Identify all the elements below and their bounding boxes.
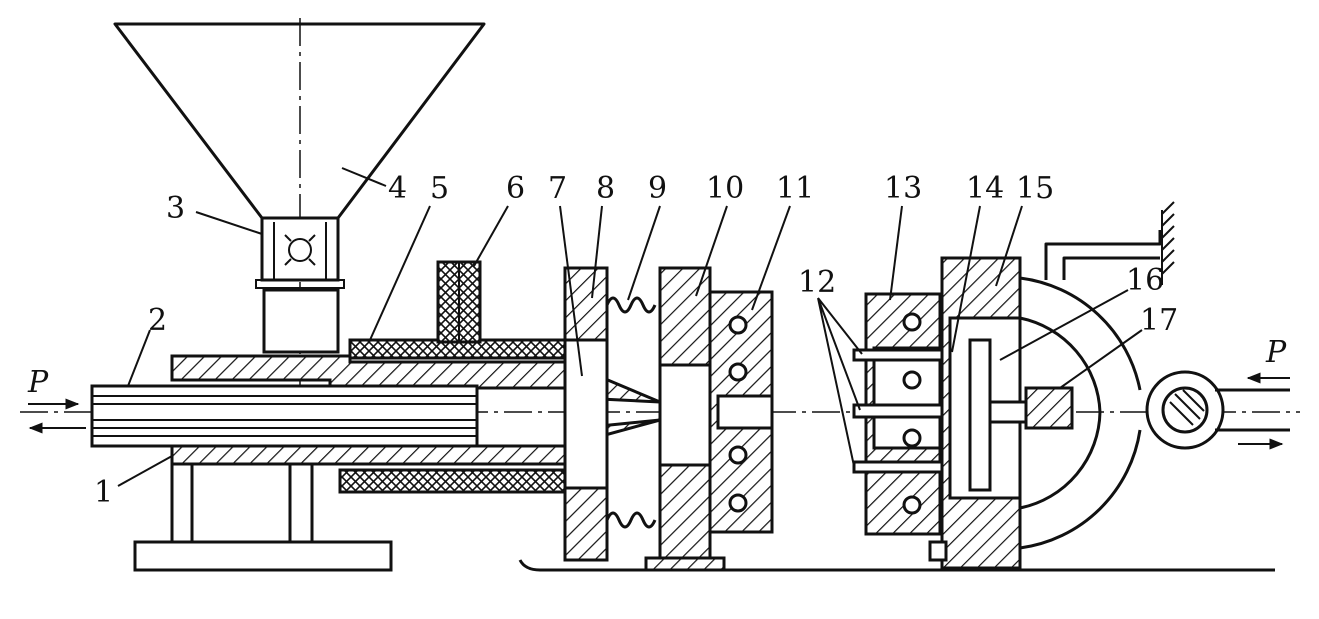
leader-7 (559, 205, 583, 377)
ejector-pin-mid (852, 403, 956, 419)
ejector-bolts (902, 312, 922, 515)
screw-flights (92, 395, 477, 437)
slider-block (1024, 386, 1074, 430)
spring-lower (605, 511, 657, 529)
leader-4 (341, 167, 387, 187)
ejector-pin-upper (852, 348, 956, 362)
crank-pivot-hatch (1169, 389, 1205, 426)
piston-stem (988, 400, 1028, 424)
label-9: 9 (648, 171, 667, 206)
leader-1 (117, 455, 173, 487)
label-15: 15 (1016, 171, 1054, 206)
label-16: 16 (1126, 263, 1164, 298)
label-p-left: P (27, 365, 49, 400)
feed-throat (262, 288, 340, 354)
spring-upper (605, 296, 657, 314)
leader-9 (627, 205, 661, 301)
leader-17 (1059, 329, 1143, 389)
cutter-body-upper (658, 266, 712, 367)
crank-pivot-inner (1161, 386, 1209, 434)
label-1: 1 (94, 475, 113, 510)
wall-anchor-icon (1161, 201, 1175, 285)
wall-bracket (1044, 230, 1162, 280)
label-8: 8 (596, 171, 615, 206)
leader-10 (695, 205, 728, 297)
leader-6 (473, 205, 509, 267)
feeder-rotor-icon (284, 234, 316, 266)
label-2: 2 (148, 303, 167, 338)
label-14: 14 (966, 171, 1004, 206)
swing-arm (1019, 276, 1142, 550)
label-11: 11 (776, 171, 814, 206)
label-3: 3 (166, 191, 185, 226)
label-7: 7 (548, 171, 567, 206)
label-12: 12 (798, 265, 836, 300)
mold-channel (716, 394, 774, 430)
crank-arm (1215, 388, 1290, 432)
leader-8 (591, 205, 603, 299)
die-plate-core (563, 338, 609, 490)
leader-16 (999, 289, 1129, 361)
ejector-pin-lower (852, 460, 956, 474)
leader-12 (817, 297, 863, 467)
cutter-body-lower (658, 463, 712, 562)
piston-rod (968, 338, 992, 492)
label-13: 13 (884, 171, 922, 206)
label-6: 6 (506, 171, 525, 206)
mold-bolts (728, 315, 748, 513)
label-4: 4 (388, 171, 407, 206)
stand-base (133, 540, 393, 572)
stand-foot-left (170, 462, 194, 544)
housing-slot (928, 540, 948, 562)
swing-arm-inner (1019, 316, 1102, 510)
label-17: 17 (1140, 303, 1178, 338)
die-plate-upper (563, 266, 609, 342)
base-left-curve (518, 559, 541, 572)
label-p-right: P (1265, 335, 1287, 370)
leader-3 (195, 211, 263, 235)
label-5: 5 (430, 171, 449, 206)
cutter-opening (658, 363, 712, 467)
stand-foot-right (288, 462, 314, 544)
leader-5 (369, 205, 431, 341)
leader-11 (751, 205, 791, 311)
leader-13 (889, 205, 903, 301)
die-plate-lower (563, 486, 609, 562)
feeder-flange (255, 279, 345, 289)
cutter-foot (644, 556, 726, 572)
heater-band-bottom (338, 468, 567, 494)
leader-15 (995, 205, 1023, 287)
label-10: 10 (706, 171, 744, 206)
leader-2 (127, 329, 151, 387)
leader-14 (951, 205, 981, 353)
